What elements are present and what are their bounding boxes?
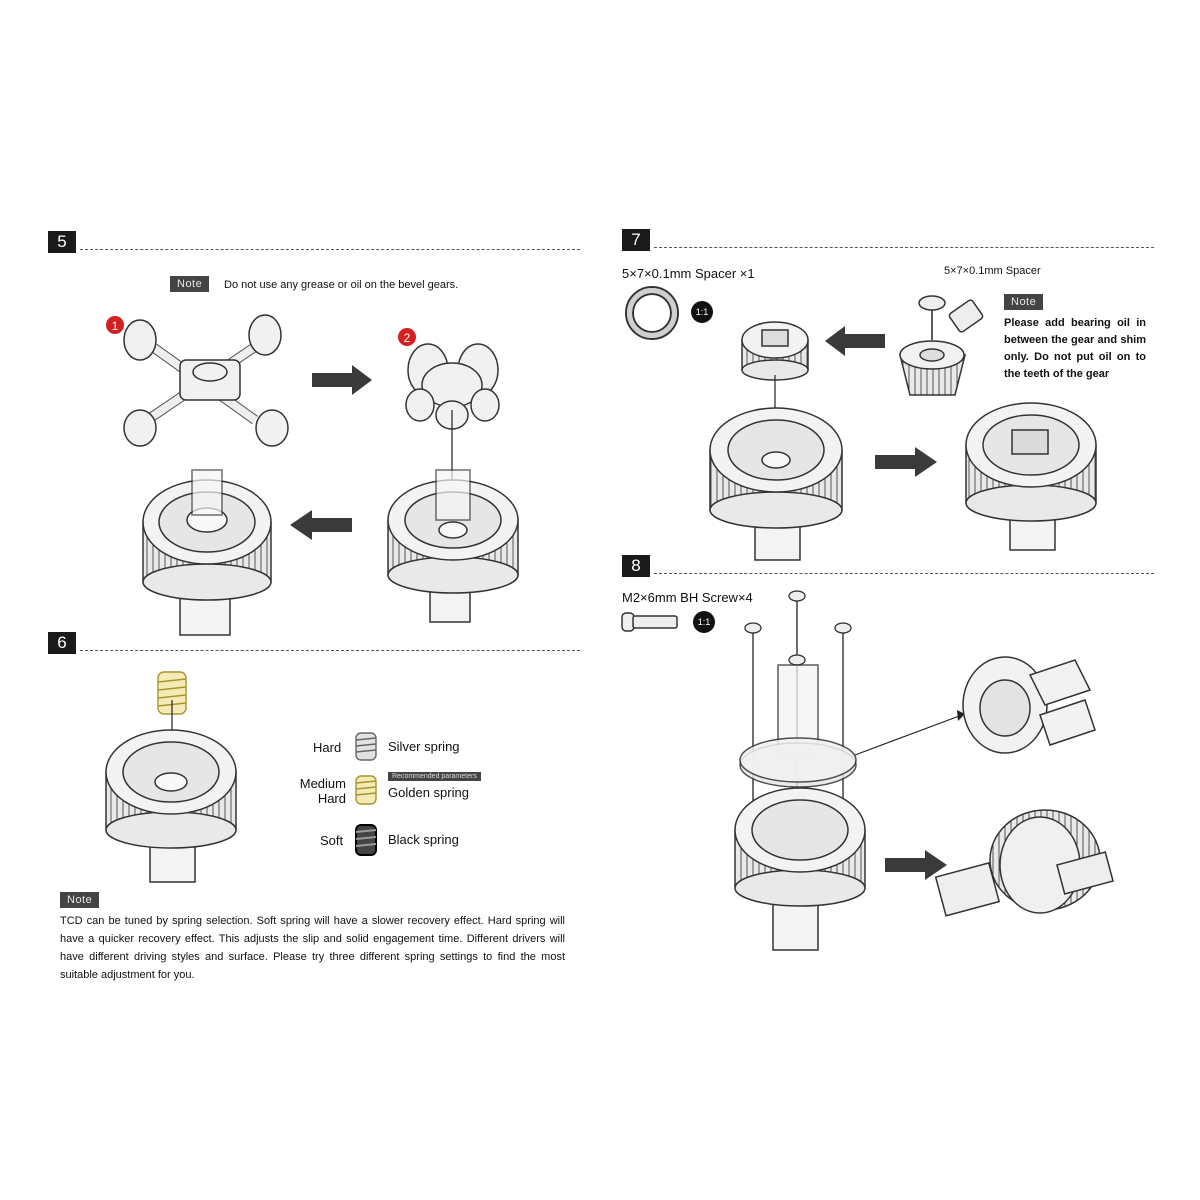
- step-7-callout-label: 5×7×0.1mm Spacer: [944, 265, 1041, 277]
- step-6-number: 6: [48, 632, 76, 654]
- spring-black-icon: [355, 824, 377, 856]
- step-5-bevel-cluster: [405, 343, 500, 430]
- step-8-screw-icon: [621, 612, 678, 632]
- step-5-arrow-left: [290, 510, 352, 540]
- step-7-top-cap: [741, 321, 809, 381]
- spring-golden-name: Golden spring: [388, 785, 469, 800]
- spring-silver-icon: [355, 732, 377, 761]
- step-8-outdrive-detail: [962, 656, 1096, 754]
- step-5-arrow-right: [312, 365, 372, 395]
- step-7-arrow-left: [825, 326, 885, 356]
- step-7-bevel-with-oil: [899, 295, 984, 396]
- recommended-badge: Recommended parameters: [388, 772, 481, 781]
- step-7-arrow-right: [875, 447, 937, 477]
- step-5-marker-1-text: 1: [112, 319, 119, 333]
- step-8-gear-left: [734, 787, 866, 951]
- step-6-gear: [105, 729, 237, 883]
- step-8-part-label: M2×6mm BH Screw×4: [622, 590, 753, 605]
- step-8-header: 8: [622, 555, 1154, 577]
- step-8-arrow-right: [885, 850, 947, 880]
- step-6-note-text: TCD can be tuned by spring selection. So…: [60, 915, 565, 981]
- step-7-number: 7: [622, 229, 650, 251]
- step-5-marker-1: [106, 316, 124, 334]
- step-5-note-badge: Note: [170, 276, 210, 292]
- step-7-spacer-ring-icon: [625, 286, 679, 340]
- step-5-bevel-cross: [123, 314, 289, 447]
- step-8-number: 8: [622, 555, 650, 577]
- step-7-gear-left: [709, 407, 843, 561]
- step-6-header: 6: [48, 632, 580, 654]
- step-7-part-label: 5×7×0.1mm Spacer ×1: [622, 266, 755, 281]
- step-5-gear-right: [387, 469, 519, 623]
- step-6-note-badge: Note: [60, 892, 100, 908]
- step-7-divider: [654, 247, 1154, 248]
- step-7-note-badge: Note: [1004, 294, 1044, 310]
- spring-hard-label: Hard: [313, 740, 342, 755]
- step-8-outdrive-plate: [739, 664, 857, 788]
- step-5-divider: [80, 249, 580, 250]
- step-7-ratio-badge: 1:1: [691, 301, 713, 323]
- step-7-header: 7: [622, 229, 1154, 251]
- spring-soft-label: Soft: [320, 833, 344, 848]
- step-5-number: 5: [48, 231, 76, 253]
- step-8-ratio-badge: 1:1: [693, 611, 715, 633]
- step-5-gear-left: [142, 469, 272, 636]
- step-5-marker-2-text: 2: [404, 331, 411, 345]
- step-8-gear-assembled: [934, 809, 1114, 917]
- step-5-note-text: Do not use any grease or oil on the beve…: [224, 279, 459, 291]
- spring-black-name: Black spring: [388, 832, 459, 847]
- spring-silver-name: Silver spring: [388, 739, 460, 754]
- step-6-divider: [80, 650, 580, 651]
- step-7-gear-right: [965, 402, 1097, 551]
- spring-golden-icon: [355, 775, 377, 805]
- step-5-header: 5: [48, 231, 580, 253]
- step-7-note-text: Please add bearing oil in between the ge…: [1004, 317, 1146, 380]
- step-5-marker-2: [398, 328, 416, 346]
- spring-medium-hard-label: Medium Hard: [299, 776, 346, 806]
- step-8-divider: [654, 573, 1154, 574]
